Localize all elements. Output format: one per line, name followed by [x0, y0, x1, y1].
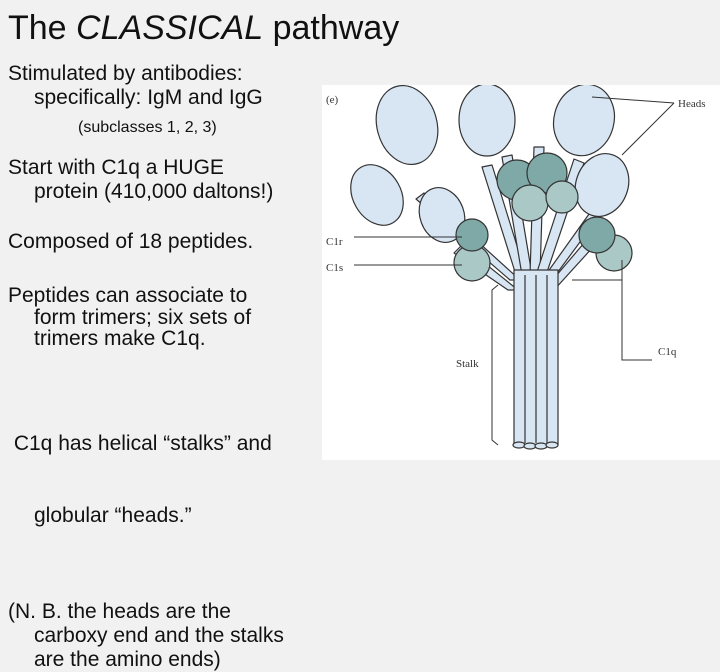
- slide-body: Stimulated by antibodies: specifically: …: [8, 62, 328, 672]
- c1s-label: C1s: [326, 262, 343, 274]
- head: [552, 85, 616, 157]
- bullet-stimulated: Stimulated by antibodies: specifically: …: [8, 62, 263, 136]
- c1q-diagram-svg: (e) Heads C1r C1s Stalk C1q: [326, 85, 706, 450]
- stalk-end: [523, 442, 537, 450]
- head: [574, 153, 630, 217]
- c1r-subunit: [511, 184, 549, 222]
- c1r-subunit: [578, 216, 616, 254]
- head: [418, 187, 466, 243]
- head: [350, 164, 404, 226]
- heads-label: Heads: [678, 98, 706, 110]
- panel-label: (e): [326, 94, 339, 106]
- stalk-ends: [512, 441, 559, 450]
- c1q-diagram: (e) Heads C1r C1s Stalk C1q: [322, 85, 720, 460]
- stalk-label: Stalk: [456, 358, 479, 370]
- c1rs-subunits: [453, 152, 633, 282]
- title-emphasis: CLASSICAL: [76, 9, 264, 47]
- c1r-subunit: [545, 180, 579, 214]
- stalk-end: [545, 441, 559, 449]
- c1q-label: C1q: [658, 346, 677, 358]
- head: [458, 85, 516, 157]
- globular-heads: [350, 85, 630, 243]
- bullet-peptides: Composed of 18 peptides.: [8, 230, 254, 253]
- bullet-trimers: Peptides can associate to form trimers; …: [8, 284, 252, 350]
- slide-title: The CLASSICAL pathway: [8, 9, 400, 47]
- bullet-c1q-size: Start with C1q a HUGE protein (410,000 d…: [8, 156, 274, 203]
- stalk-end: [534, 442, 548, 450]
- head: [375, 85, 439, 166]
- stalk-end: [512, 441, 526, 449]
- bullet-nb: (N. B. the heads are the carboxy end and…: [8, 600, 284, 671]
- c1r-subunit: [455, 218, 489, 252]
- c1r-label: C1r: [326, 236, 343, 248]
- leader-lines: [354, 96, 675, 446]
- bullet-stalks-heads: C1q has helical “stalks” and globular “h…: [8, 432, 272, 527]
